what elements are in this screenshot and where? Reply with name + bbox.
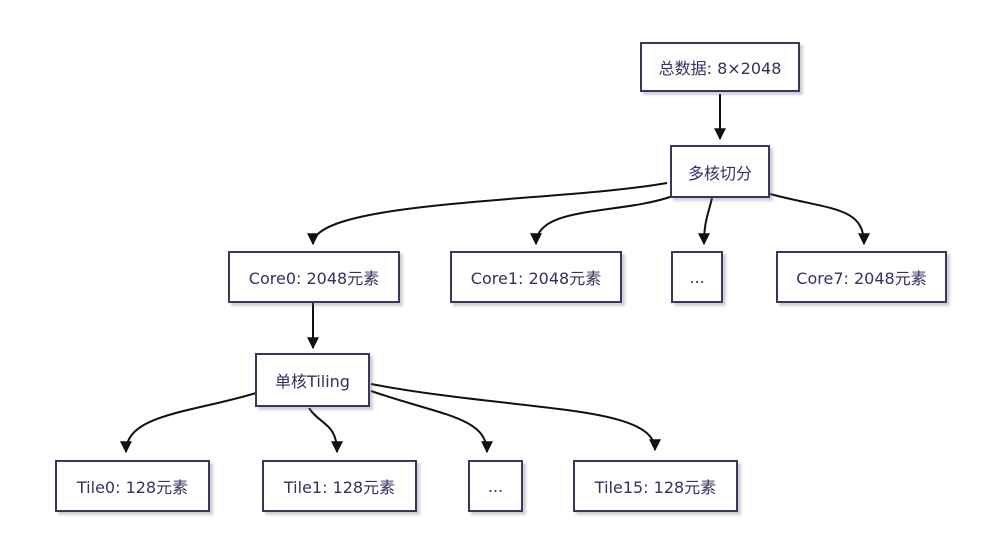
node-tile-ellipsis: ...	[468, 460, 523, 512]
node-core1-label: Core1: 2048元素	[470, 269, 602, 288]
node-singlecore-tiling-label: 单核Tiling	[275, 372, 350, 391]
node-tile1: Tile1: 128元素	[262, 460, 417, 512]
node-tile15: Tile15: 128元素	[573, 460, 738, 512]
node-tile0-label: Tile0: 128元素	[76, 478, 189, 497]
edge-split-core1	[530, 195, 674, 246]
node-core-ellipsis-label: ...	[689, 267, 705, 287]
node-core-ellipsis: ...	[671, 251, 723, 303]
edge-tiling-tile-ellipsis	[370, 390, 493, 454]
node-tile0: Tile0: 128元素	[55, 460, 210, 512]
edge-tiling-tile0	[120, 392, 257, 454]
node-tile1-label: Tile1: 128元素	[283, 478, 396, 497]
node-multicore-split-label: 多核切分	[687, 163, 752, 183]
node-core1: Core1: 2048元素	[450, 251, 622, 303]
node-core0-label: Core0: 2048元素	[248, 269, 380, 288]
node-total-data: 总数据: 8×2048	[640, 42, 800, 92]
node-total-data-label: 总数据: 8×2048	[658, 59, 782, 78]
edge-split-core-ellipsis	[698, 197, 713, 246]
edge-tiling-tile15	[370, 383, 661, 452]
node-singlecore-tiling: 单核Tiling	[255, 353, 370, 407]
edge-split-core7	[769, 193, 870, 246]
node-core0: Core0: 2048元素	[228, 251, 400, 303]
node-tile15-label: Tile15: 128元素	[594, 478, 717, 497]
node-core7-label: Core7: 2048元素	[796, 269, 927, 288]
edge-split-core0	[307, 182, 668, 246]
edge-tiling-tile1	[308, 407, 343, 454]
node-core7: Core7: 2048元素	[776, 251, 947, 303]
node-multicore-split: 多核切分	[670, 145, 770, 198]
node-tile-ellipsis-label: ...	[487, 476, 504, 496]
